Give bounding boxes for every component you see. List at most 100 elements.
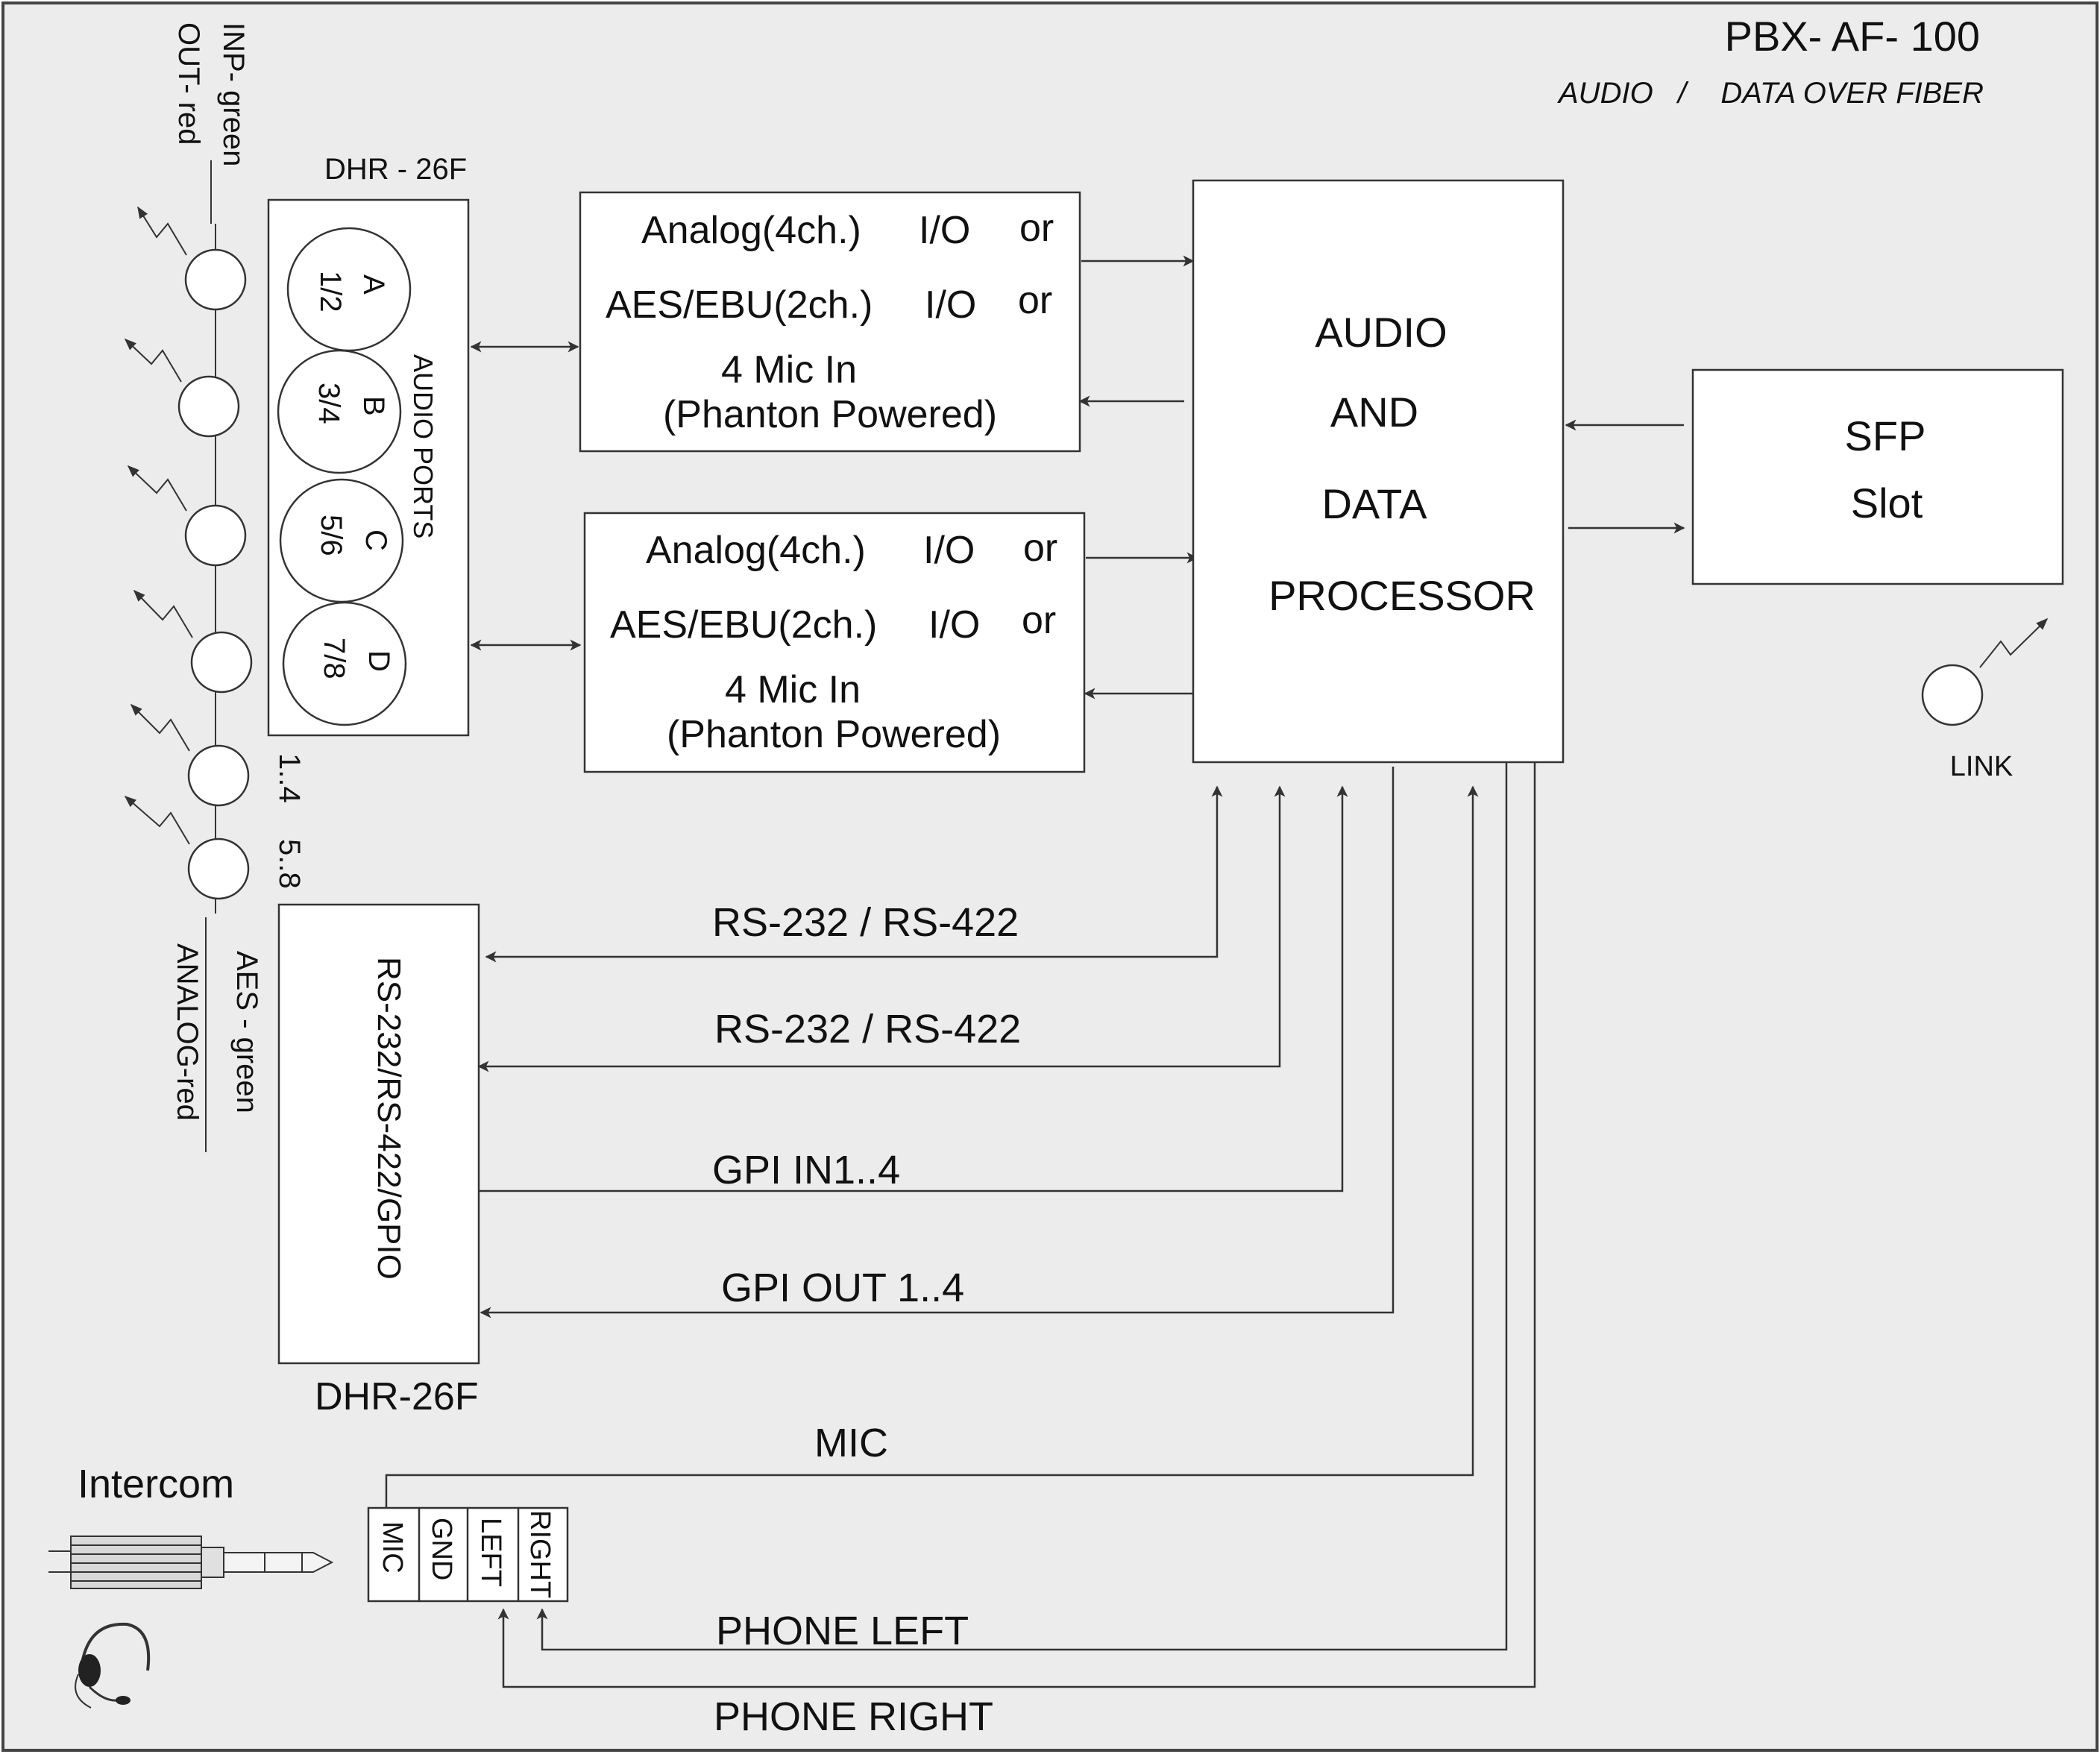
gpi-out-label: GPI OUT 1..4 <box>721 1266 964 1310</box>
io-analog-label: Analog(4ch.) <box>646 529 866 572</box>
audio-io-box-1: Analog(4ch.) I/O or AES/EBU(2ch.) I/O or… <box>579 191 1081 453</box>
led-emit-icon <box>124 795 190 845</box>
led-1 <box>137 206 247 311</box>
led-emit-icon <box>124 338 182 383</box>
link-led-label: LINK <box>1950 751 2013 782</box>
io-aes-label: AES/EBU(2ch.) <box>610 603 877 647</box>
audio-io-box-frame <box>579 191 1081 453</box>
led-emit-icon <box>137 206 187 256</box>
rs-link-1-label: RS-232 / RS-422 <box>712 900 1019 945</box>
link-led-circle <box>1921 664 1984 726</box>
port-b: B 3/4 <box>277 349 402 474</box>
processor-line-processor: PROCESSOR <box>1269 572 1535 619</box>
processor-line-and: AND <box>1330 389 1418 436</box>
port-letter: A <box>357 274 390 295</box>
port-circle <box>282 601 407 726</box>
led-circle <box>184 248 247 311</box>
io-analog-or: or <box>1019 207 1054 250</box>
port-letter: B <box>357 396 390 416</box>
subtitle-audio: AUDIO <box>1557 77 1653 110</box>
serial-gpio-block: RS-232/RS-422/GPIO DHR-26F <box>277 903 480 1418</box>
io-aes-or: or <box>1022 599 1056 642</box>
mic-wire <box>385 785 1479 1508</box>
pin-right: RIGHT <box>524 1510 556 1598</box>
port-channels: 3/4 <box>312 383 345 424</box>
io-aes-or: or <box>1018 279 1052 322</box>
rs-link-2-label: RS-232 / RS-422 <box>714 1007 1021 1052</box>
io-aes-io: I/O <box>928 603 980 647</box>
port-d: D 7/8 <box>282 601 407 726</box>
led-2 <box>124 338 240 438</box>
led-emit-icon <box>130 703 190 752</box>
led-circle <box>187 837 250 900</box>
led-6 <box>124 795 250 900</box>
port-letter: C <box>359 529 392 551</box>
port-letter: D <box>362 650 395 672</box>
audio-ports-label: AUDIO PORTS <box>408 354 438 538</box>
led-circle <box>187 744 250 807</box>
subtitle-separator: / <box>1676 77 1689 110</box>
rs-link-2-wire <box>477 785 1286 1072</box>
led-circle <box>177 375 240 438</box>
phone-right-label: PHONE RIGHT <box>714 1694 993 1739</box>
led-emit-icon <box>133 589 193 638</box>
port-channels: 1/2 <box>314 271 347 312</box>
model-title: PBX- AF- 100 <box>1725 13 1980 60</box>
led-5 <box>130 703 250 807</box>
sfp-slot: SFP Slot <box>1691 368 2064 585</box>
audio-io-box-frame <box>583 512 1086 773</box>
io-analog-io: I/O <box>923 529 975 572</box>
legend-out-red: OUT- red <box>172 22 205 145</box>
led-circle <box>190 631 253 694</box>
legend-inp-green: INP- green <box>217 22 250 166</box>
led-emit-icon <box>127 465 187 512</box>
io-phantom-label: (Phanton Powered) <box>663 393 997 436</box>
processor-frame <box>1192 179 1565 764</box>
io-analog-io: I/O <box>919 209 970 252</box>
io-phantom-label: (Phanton Powered) <box>667 713 1001 756</box>
audio-data-processor: AUDIO AND DATA PROCESSOR <box>1192 179 1565 764</box>
io-analog-or: or <box>1023 527 1057 570</box>
phone-right-wire <box>497 762 1536 1688</box>
port-channels: 7/8 <box>318 638 350 679</box>
port-circle <box>277 349 402 474</box>
sfp-label: SFP <box>1845 412 1926 459</box>
processor-line-audio: AUDIO <box>1315 309 1447 356</box>
legend-aes-green: AES - green <box>230 951 263 1113</box>
port-circle <box>286 227 412 352</box>
led-4 <box>133 589 253 694</box>
dhr-26f-title: DHR - 26F <box>324 153 467 186</box>
io-mic-label: 4 Mic In <box>725 668 861 711</box>
link-led: LINK <box>1921 617 2049 782</box>
mic-label: MIC <box>814 1421 888 1465</box>
io-analog-label: Analog(4ch.) <box>641 209 861 252</box>
pin-gnd: GND <box>426 1518 457 1580</box>
port-channels: 5/6 <box>315 515 348 556</box>
phone-left-wire <box>536 762 1508 1651</box>
phone-left-label: PHONE LEFT <box>716 1609 969 1653</box>
io-mic-label: 4 Mic In <box>721 348 857 392</box>
serial-block-caption: DHR-26F <box>315 1375 479 1418</box>
led-range-5-8: 5..8 <box>273 839 306 889</box>
legend-analog-red: ANALOG-red <box>171 943 204 1121</box>
processor-line-data: DATA <box>1321 480 1427 527</box>
intercom-title: Intercom <box>78 1462 234 1506</box>
subtitle-data-over-fiber: DATA OVER FIBER <box>1720 77 1984 110</box>
port-c: C 5/6 <box>279 478 404 603</box>
led-column <box>124 206 253 914</box>
led-range-1-4: 1..4 <box>273 753 306 803</box>
sfp-frame <box>1691 368 2064 585</box>
led-circle <box>184 504 247 567</box>
pin-left: LEFT <box>475 1518 506 1587</box>
audio-io-box-2: Analog(4ch.) I/O or AES/EBU(2ch.) I/O or… <box>583 512 1086 773</box>
gpi-in-label: GPI IN1..4 <box>712 1148 900 1192</box>
pin-mic: MIC <box>377 1521 408 1574</box>
serial-block-frame <box>277 903 480 1365</box>
led-3 <box>127 465 247 567</box>
slot-label: Slot <box>1851 480 1923 527</box>
serial-block-label: RS-232/RS-422/GPIO <box>371 957 407 1280</box>
led-emit-icon <box>1979 617 2049 668</box>
io-aes-io: I/O <box>925 283 976 327</box>
